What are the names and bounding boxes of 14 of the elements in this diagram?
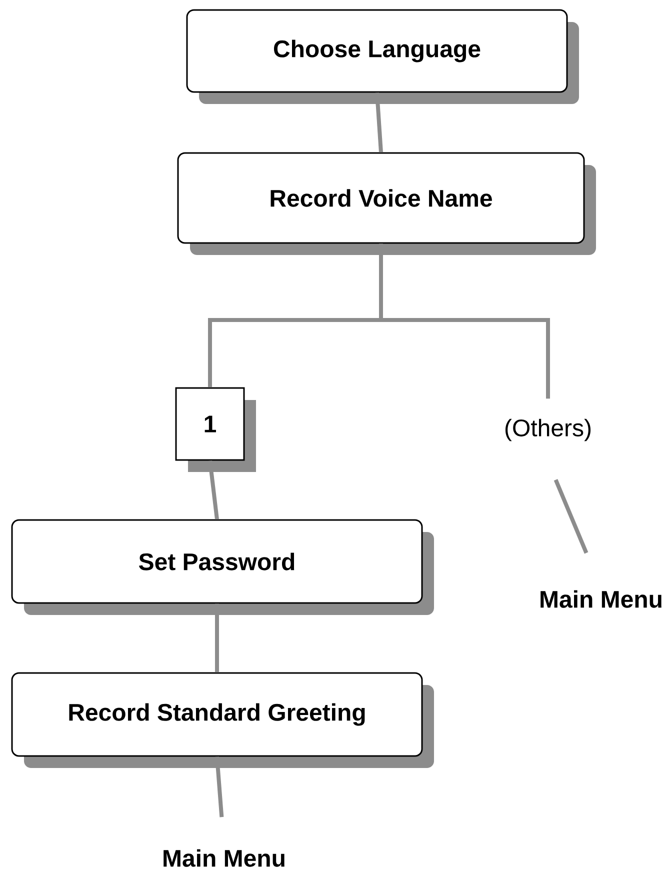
option-label: (Others) (506, 418, 591, 442)
option-box: 1 (175, 387, 256, 472)
menu-label: Main Menu (540, 590, 662, 608)
process-box: Record Standard Greeting (11, 672, 434, 768)
process-box: Record Voice Name (177, 152, 596, 255)
connector-line (208, 460, 219, 520)
process-box: Choose Language (186, 9, 579, 104)
connector-line (379, 244, 550, 399)
menu-label: Main Menu (164, 849, 284, 867)
connector-line (375, 92, 383, 152)
connector-line (215, 756, 224, 818)
connector-line (554, 479, 588, 554)
process-box: Set Password (11, 519, 434, 615)
connector-line (215, 604, 219, 672)
